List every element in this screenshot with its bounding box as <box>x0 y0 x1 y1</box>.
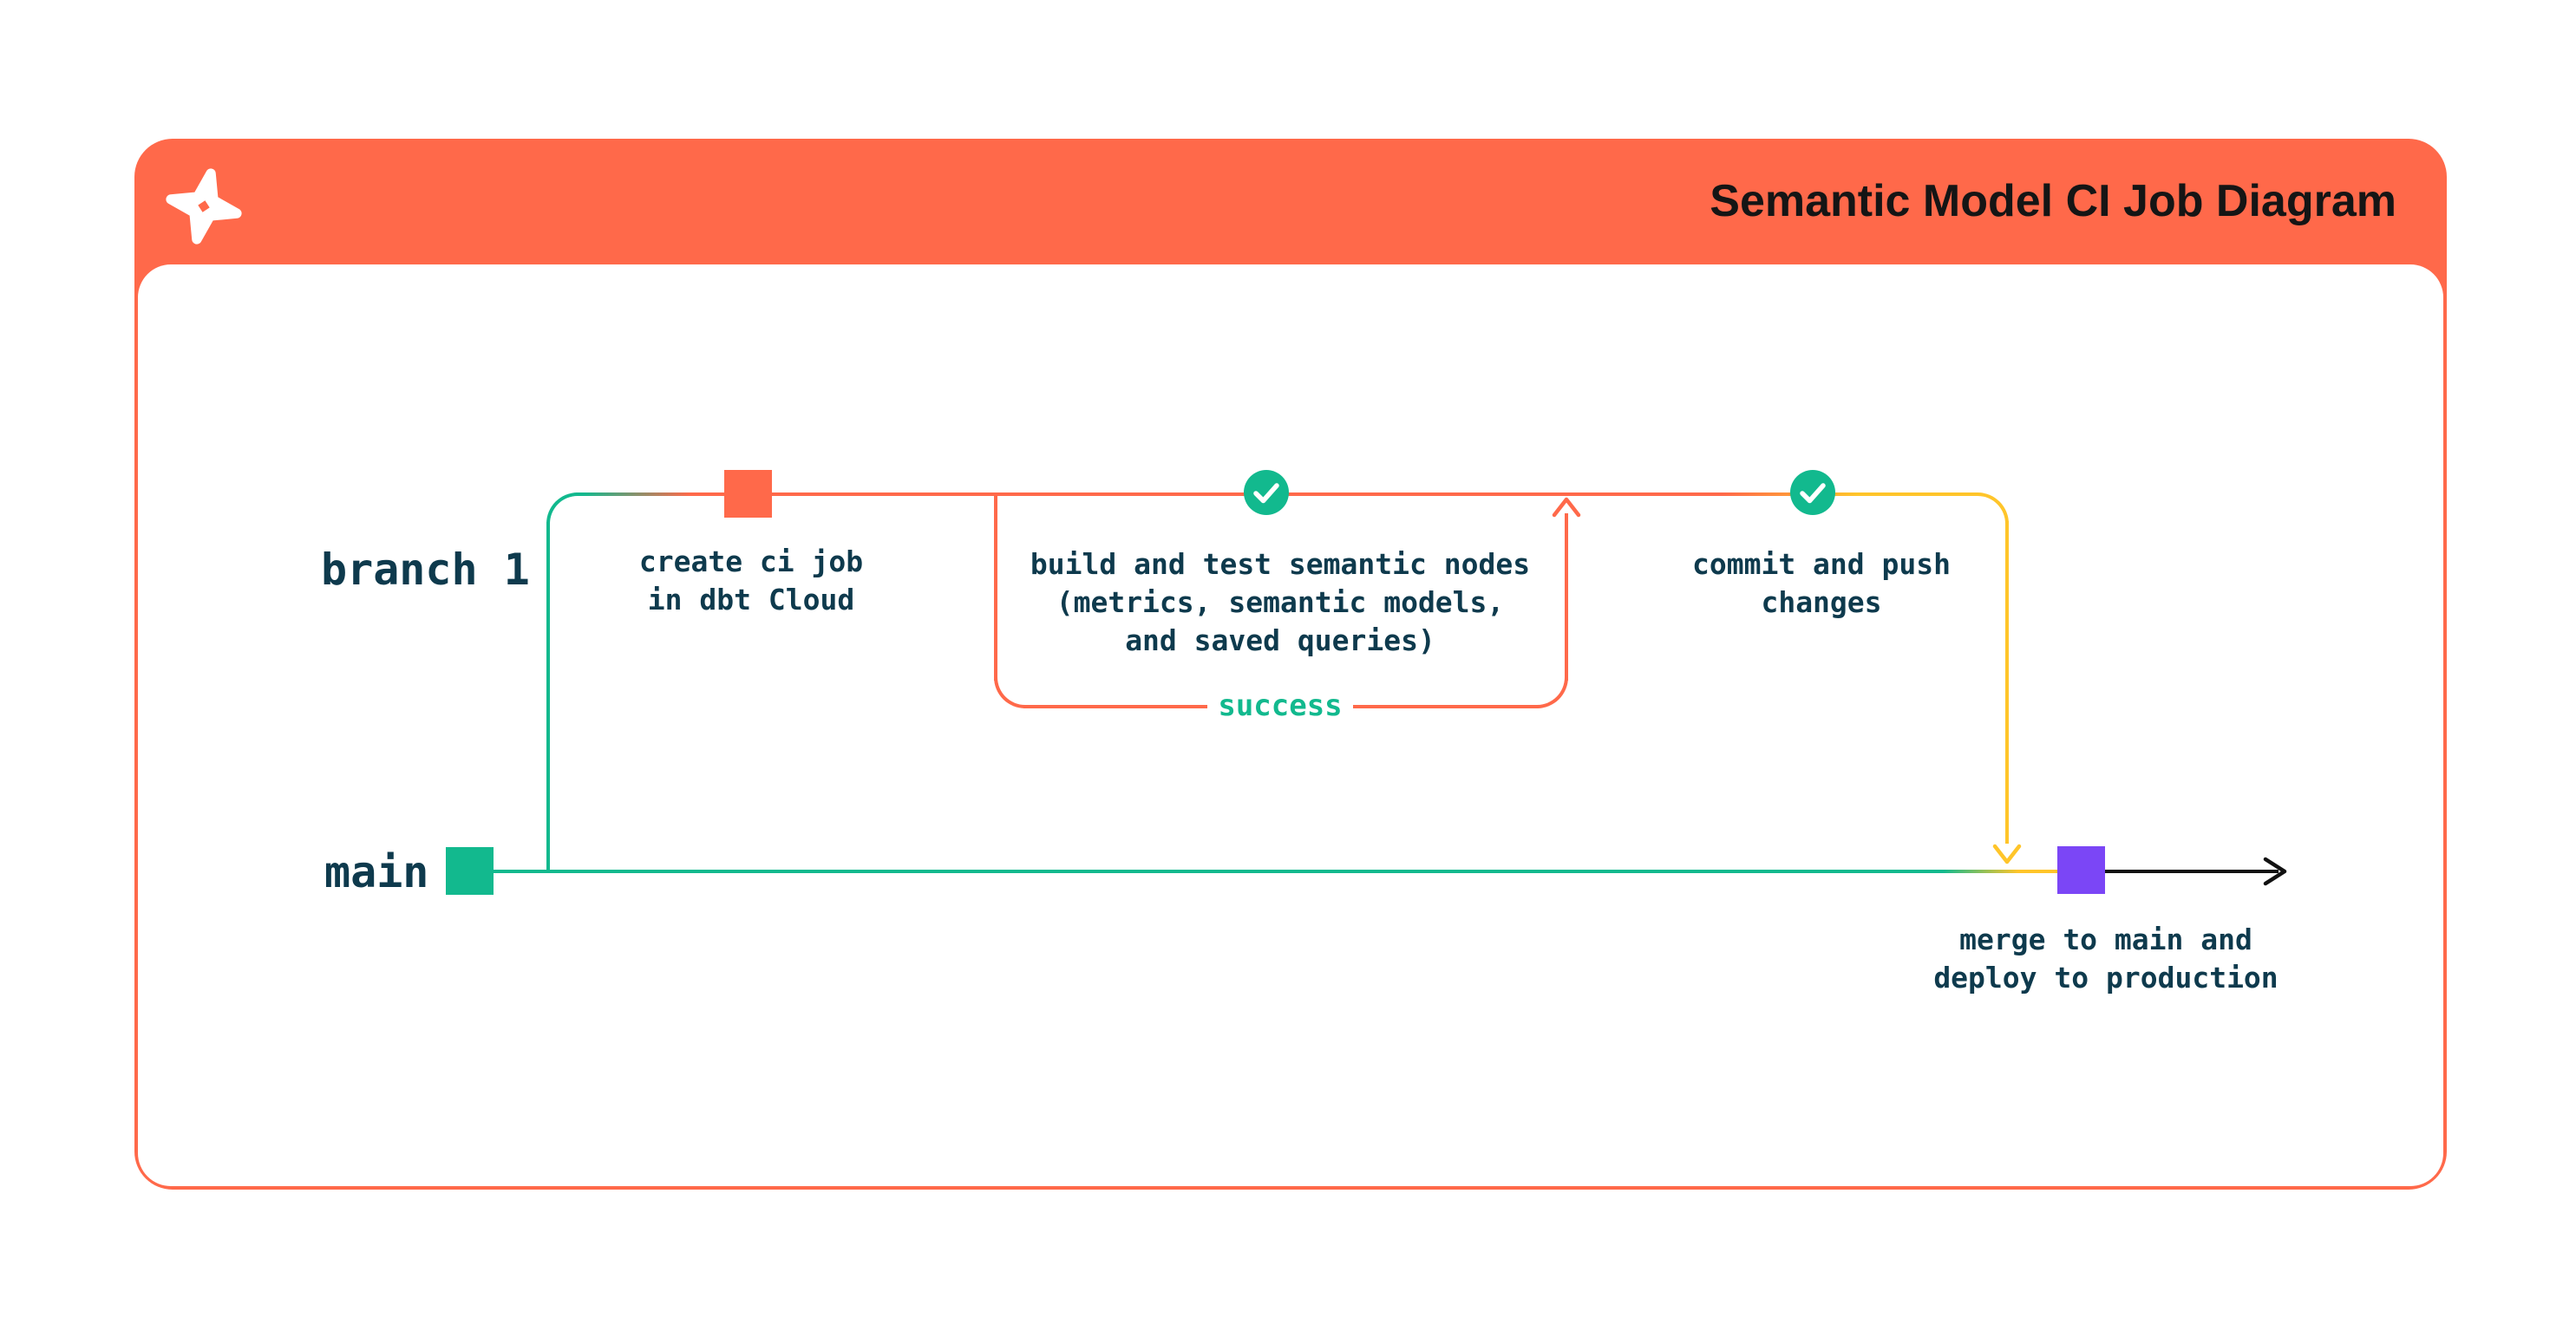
main-lane-label: main <box>324 847 429 897</box>
loop-line-bottom-left-segment <box>1023 705 1207 708</box>
step-label-build-and-test: build and test semantic nodes (metrics, … <box>1020 545 1540 660</box>
create-ci-commit-node <box>724 470 772 518</box>
step-label-line: (metrics, semantic models, <box>1056 585 1505 619</box>
dbt-logo-icon <box>166 168 242 245</box>
step-label-line: commit and push <box>1691 547 1951 581</box>
card-body <box>138 264 2443 1186</box>
step-label-line: deploy to production <box>1933 961 2279 995</box>
main-start-commit-node <box>446 847 494 895</box>
loop-line-right <box>1565 513 1568 681</box>
diagram-title: Semantic Model CI Job Diagram <box>1710 176 2396 226</box>
step-label-line: changes <box>1761 585 1882 619</box>
step-label-line: merge to main and <box>1959 923 2252 956</box>
arrow-down-icon <box>1992 844 2022 864</box>
loop-line-left <box>994 496 997 681</box>
deploy-line <box>2105 870 2279 873</box>
merge-line-vertical <box>2005 521 2009 844</box>
step-label-line: build and test semantic nodes <box>1030 547 1531 581</box>
main-line <box>447 870 2057 873</box>
loop-success-label: success <box>1218 688 1343 723</box>
branch-lane-label: branch 1 <box>321 545 530 595</box>
step-label-create-ci-job: create ci job in dbt Cloud <box>578 543 925 619</box>
card-header: Semantic Model CI Job Diagram <box>134 139 2447 264</box>
step-label-line: and saved queries) <box>1125 623 1435 657</box>
step-label-line: create ci job <box>638 545 864 578</box>
diagram-card: Semantic Model CI Job Diagram <box>134 139 2447 1190</box>
branch-line-vertical <box>546 522 550 871</box>
step-label-merge-to-main: merge to main and deploy to production <box>1891 921 2321 997</box>
arrow-right-icon <box>2263 857 2287 886</box>
arrow-up-icon <box>1552 497 1581 518</box>
check-icon <box>1790 470 1835 515</box>
check-icon <box>1244 470 1289 515</box>
step-label-commit-and-push: commit and push changes <box>1639 545 2004 622</box>
loop-line-bottom-right-segment <box>1353 705 1539 708</box>
step-label-line: in dbt Cloud <box>647 583 855 616</box>
merge-commit-node <box>2057 846 2105 894</box>
